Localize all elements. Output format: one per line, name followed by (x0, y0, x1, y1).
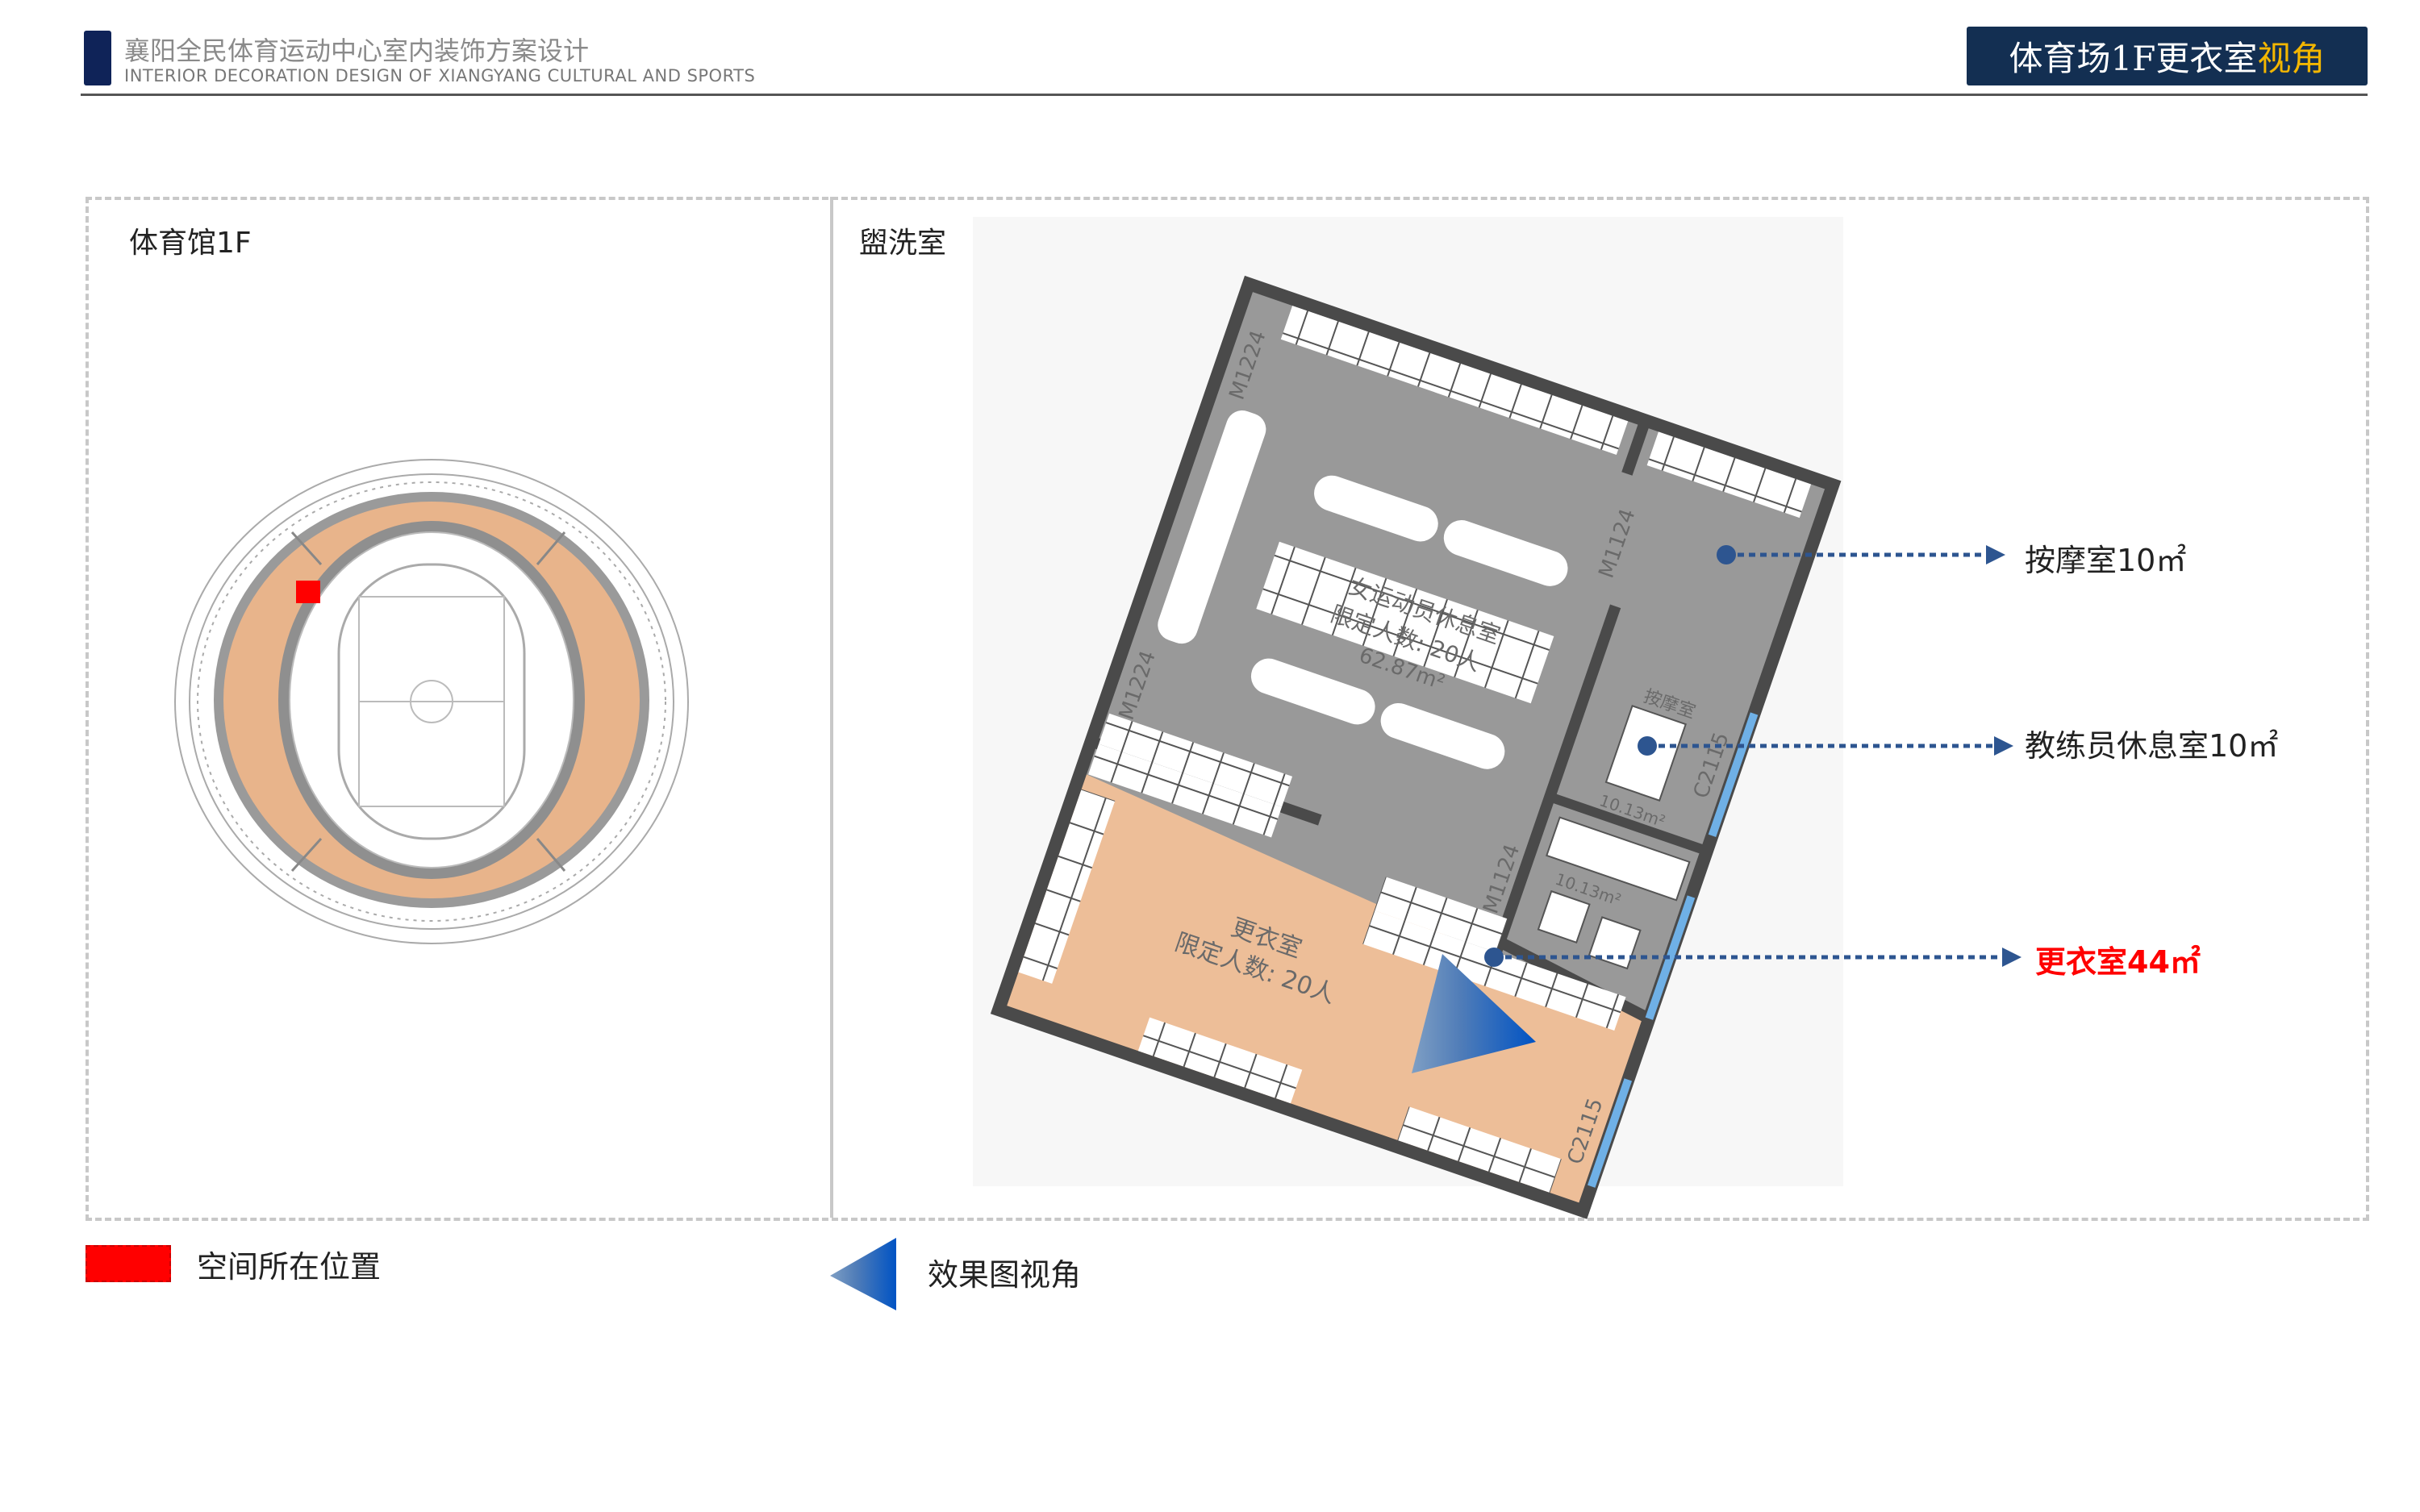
callout-locker-room: 更衣室44㎡ (2035, 944, 2201, 980)
legend-view-label: 效果图视角 (928, 1257, 1082, 1293)
callout-dot (1484, 948, 1504, 967)
location-marker (296, 581, 320, 603)
locker-island (1256, 541, 1554, 704)
stadium-outer-ring (174, 459, 689, 944)
left-panel-label: 体育馆1F (129, 227, 252, 260)
locker-row (1646, 431, 1812, 519)
window-c2115-locker (1588, 1078, 1633, 1188)
callout-massage-room: 按摩室10㎡ (2025, 543, 2187, 578)
locker-row (1137, 1017, 1303, 1104)
callout-dot (1638, 736, 1657, 756)
page-title-accent: 视角 (2257, 39, 2326, 78)
wash-counter (1158, 410, 1266, 644)
locker-column (1018, 789, 1116, 984)
page-title: 体育场1F更衣室视角 (1967, 27, 2368, 85)
outer-wall (990, 275, 1842, 1219)
sofa (1546, 816, 1691, 902)
header-title-en: INTERIOR DECORATION DESIGN OF XIANGYANG … (124, 66, 756, 85)
locker-row (1362, 910, 1626, 1031)
locker-row (1280, 306, 1629, 455)
locker-row (1374, 877, 1508, 953)
header-divider (81, 94, 2368, 96)
bench (1443, 520, 1568, 586)
arrow-icon (1986, 545, 2005, 564)
header-title-cn: 襄阳全民体育运动中心室内装饰方案设计 (124, 35, 590, 66)
window-c2115-coach (1645, 895, 1696, 1020)
panel-divider (830, 197, 833, 1218)
locker-room-floor (999, 772, 1650, 1211)
locker-row (1099, 713, 1293, 807)
legend-view-angle-icon (830, 1238, 896, 1310)
header-accent-bar (84, 31, 111, 85)
locker-row (1088, 744, 1283, 838)
content-panel (86, 197, 2369, 1221)
legend-location-swatch (86, 1245, 171, 1282)
locker-row (1397, 1106, 1562, 1193)
page-title-main: 体育场1F更衣室 (2009, 39, 2258, 78)
callout-coach-lounge: 教练员休息室10㎡ (2025, 728, 2279, 764)
legend-location-label: 空间所在位置 (197, 1249, 382, 1285)
bench (1314, 475, 1438, 542)
chair (1537, 889, 1591, 944)
bench (1380, 702, 1505, 769)
arrow-icon (2002, 948, 2022, 967)
view-angle-marker (1412, 954, 1536, 1073)
window-c2115-massage (1708, 712, 1759, 837)
right-panel-label: 盥洗室 (859, 227, 947, 260)
callout-dot (1717, 545, 1736, 564)
bench (1250, 658, 1375, 725)
arrow-icon (1994, 736, 2013, 756)
